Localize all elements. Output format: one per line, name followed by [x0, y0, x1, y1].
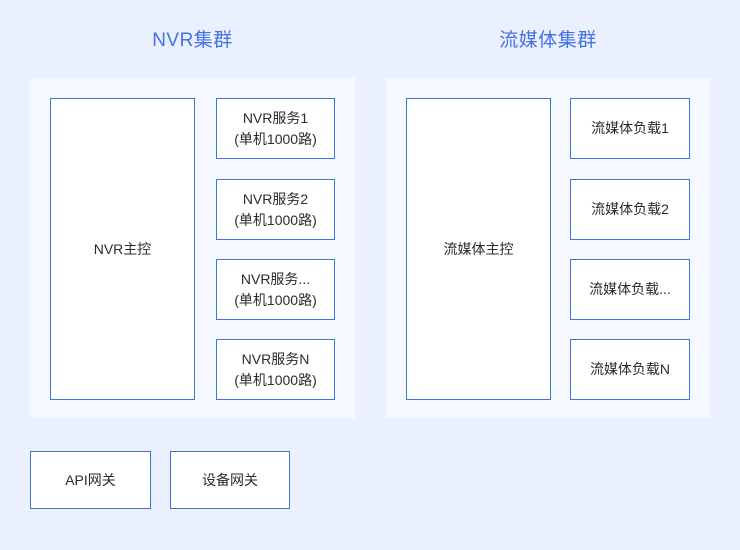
- nvr-service-name-2: NVR服务2: [242, 190, 309, 207]
- streaming-load-name-n: 流媒体负载N: [589, 361, 671, 377]
- nvr-service-name-ellipsis: NVR服务...: [240, 270, 311, 287]
- cluster-panel-nvr: NVR主控 NVR服务1 (单机1000路) NVR服务2 (单机1000路) …: [30, 78, 355, 418]
- nvr-service-box-ellipsis[interactable]: NVR服务... (单机1000路): [216, 259, 335, 320]
- nvr-service-capacity-ellipsis: (单机1000路): [234, 291, 317, 308]
- device-gateway-label: 设备网关: [202, 472, 258, 488]
- api-gateway-box[interactable]: API网关: [30, 451, 151, 509]
- streaming-load-box-n[interactable]: 流媒体负载N: [570, 339, 690, 400]
- nvr-service-capacity-2: (单机1000路): [234, 211, 317, 228]
- streaming-load-name-1: 流媒体负载1: [591, 120, 669, 136]
- nvr-master-box[interactable]: NVR主控: [50, 98, 195, 400]
- nvr-service-box-2[interactable]: NVR服务2 (单机1000路): [216, 179, 335, 240]
- cluster-title-nvr: NVR集群: [152, 30, 233, 51]
- streaming-master-box[interactable]: 流媒体主控: [406, 98, 551, 400]
- api-gateway-label: API网关: [65, 472, 116, 488]
- nvr-service-box-n[interactable]: NVR服务N (单机1000路): [216, 339, 335, 400]
- nvr-service-box-1[interactable]: NVR服务1 (单机1000路): [216, 98, 335, 159]
- cluster-panel-streaming: 流媒体主控 流媒体负载1 流媒体负载2 流媒体负载...: [386, 78, 710, 418]
- nvr-service-capacity-n: (单机1000路): [234, 371, 317, 388]
- streaming-load-box-2[interactable]: 流媒体负载2: [570, 179, 690, 240]
- nvr-service-name-n: NVR服务N: [241, 350, 310, 367]
- cluster-nvr: NVR集群 NVR主控 NVR服务1 (单机1000路) NVR服务2 (单机1…: [30, 29, 355, 419]
- streaming-load-name-ellipsis: 流媒体负载...: [589, 281, 671, 297]
- device-gateway-box[interactable]: 设备网关: [170, 451, 290, 509]
- streaming-load-name-2: 流媒体负载2: [591, 201, 669, 217]
- streaming-master-label: 流媒体主控: [443, 240, 514, 257]
- nvr-service-capacity-1: (单机1000路): [234, 130, 317, 147]
- cluster-title-streaming: 流媒体集群: [499, 30, 597, 51]
- cluster-streaming: 流媒体集群 流媒体主控 流媒体负载1 流媒体负载2 流媒体负载...: [386, 29, 710, 419]
- nvr-service-name-1: NVR服务1: [242, 109, 309, 126]
- nvr-master-label: NVR主控: [93, 240, 152, 257]
- streaming-load-box-1[interactable]: 流媒体负载1: [570, 98, 690, 159]
- streaming-load-box-ellipsis[interactable]: 流媒体负载...: [570, 259, 690, 320]
